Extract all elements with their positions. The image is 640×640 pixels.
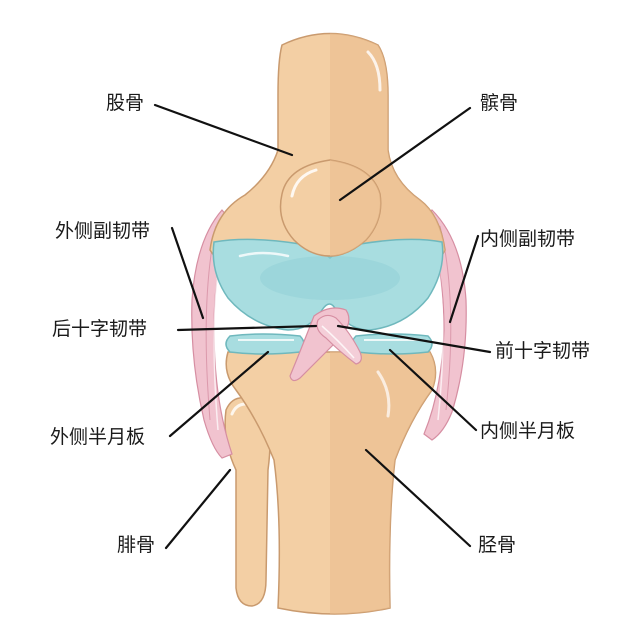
label-lateral-collateral-ligament: 外侧副韧带	[55, 220, 151, 242]
femur-leader-line	[153, 103, 294, 157]
medial-collateral-leader-line	[448, 234, 480, 324]
leader-lines	[153, 103, 492, 550]
label-lateral-meniscus: 外侧半月板	[50, 426, 146, 448]
anterior-cruciate-leader-line	[336, 324, 492, 354]
lateral-collateral-leader-line	[170, 226, 205, 320]
label-posterior-cruciate-ligament: 后十字韧带	[52, 318, 148, 340]
lateral-meniscus-leader-line	[168, 350, 270, 438]
label-patella: 髌骨	[480, 92, 519, 114]
label-medial-meniscus: 内侧半月板	[480, 420, 576, 442]
medial-meniscus-leader-line	[388, 348, 478, 432]
label-femur: 股骨	[106, 92, 145, 114]
label-medial-collateral-ligament: 内侧副韧带	[480, 228, 576, 250]
anterior-cruciate-ligament	[316, 314, 362, 365]
tibia-leader-line	[364, 448, 472, 548]
fibula-leader-line	[164, 468, 232, 550]
posterior-cruciate-leader-line	[176, 324, 318, 332]
label-anterior-cruciate-ligament: 前十字韧带	[495, 340, 591, 362]
patella-leader-line	[338, 106, 472, 202]
label-tibia: 胫骨	[478, 534, 517, 556]
lateral-meniscus	[225, 333, 305, 355]
patella-bone	[279, 159, 382, 257]
label-fibula: 腓骨	[117, 534, 156, 556]
